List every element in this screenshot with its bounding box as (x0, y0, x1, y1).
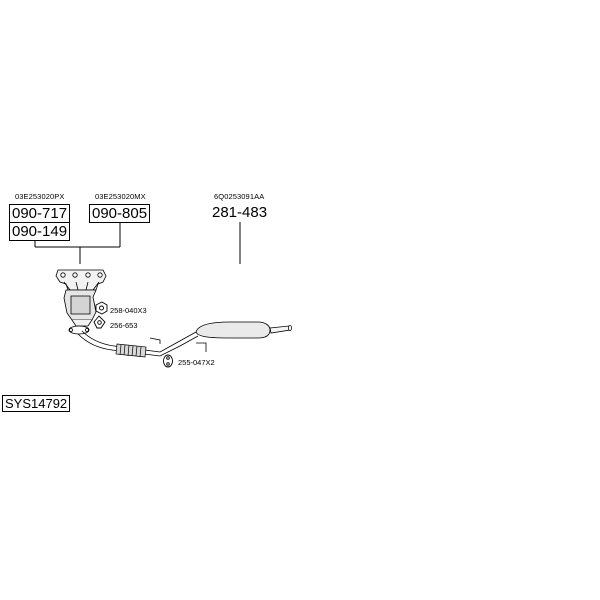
part-number-090-717[interactable]: 090-717 (9, 204, 71, 223)
part-number-281-483[interactable]: 281-483 (212, 204, 268, 221)
system-id: SYS14792 (2, 395, 71, 412)
accessory-label-hanger[interactable]: 255-047X2 (178, 358, 215, 367)
oem-code-left: 03E253020PX (15, 192, 65, 201)
silencer (195, 321, 292, 339)
hanger-bracket (149, 337, 207, 352)
gasket-icon (93, 315, 106, 329)
nut-icon (95, 301, 108, 315)
front-pipe (77, 330, 199, 357)
rubber-hanger-icon (163, 354, 173, 368)
part-number-090-149[interactable]: 090-149 (9, 222, 71, 241)
exhaust-manifold (55, 269, 107, 291)
oem-code-right: 6Q0253091AA (214, 192, 265, 201)
accessory-label-gasket[interactable]: 256-653 (110, 321, 138, 330)
flange (68, 325, 90, 335)
flex-pipe (115, 343, 147, 358)
leader-lines (34, 222, 241, 264)
catalytic-converter (63, 289, 97, 327)
oem-code-middle: 03E253020MX (95, 192, 146, 201)
accessory-label-nut[interactable]: 258-040X3 (110, 306, 147, 315)
